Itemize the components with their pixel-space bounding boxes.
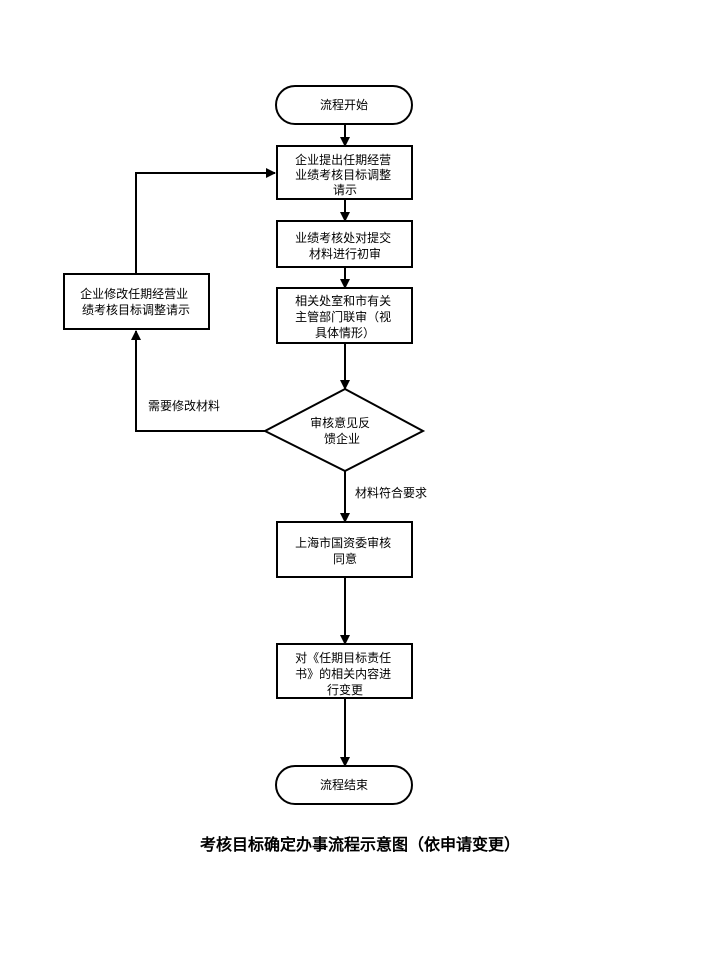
joint-review-box bbox=[276, 287, 413, 344]
start-label: 流程开始 bbox=[320, 97, 368, 112]
submit-request-label: 企业提出任期经营 业绩考核目标调整 请示 bbox=[295, 152, 395, 197]
modify-request-label: 企业修改任期经营业 绩考核目标调整请示 bbox=[80, 286, 192, 317]
end-label: 流程结束 bbox=[320, 777, 368, 792]
sasac-approval-box bbox=[276, 521, 413, 578]
initial-review-box bbox=[276, 220, 413, 268]
initial-review-label: 业绩考核处对提交 材料进行初审 bbox=[295, 230, 395, 261]
sasac-approval-label: 上海市国资委审核 同意 bbox=[295, 535, 395, 566]
start-terminal bbox=[275, 85, 413, 125]
connector-feedback-to-modify bbox=[131, 330, 265, 432]
change-responsibility-label: 对《任期目标责任 书》的相关内容进 行变更 bbox=[295, 651, 395, 697]
diagram-caption: 考核目标确定办事流程示意图（依申请变更） bbox=[199, 835, 520, 854]
feedback-decision bbox=[262, 387, 426, 473]
connector-modify-to-submit bbox=[135, 168, 276, 274]
change-responsibility-box bbox=[276, 643, 413, 699]
meets-requirements-label: 材料符合要求 bbox=[355, 485, 427, 500]
needs-revision-label: 需要修改材料 bbox=[148, 398, 220, 413]
submit-request-box bbox=[276, 145, 413, 200]
joint-review-label: 相关处室和市有关 主管部门联审（视 具体情形） bbox=[295, 293, 395, 340]
modify-request-box bbox=[63, 273, 210, 330]
end-terminal bbox=[275, 765, 413, 805]
feedback-label: 审核意见反 馈企业 bbox=[310, 415, 374, 446]
